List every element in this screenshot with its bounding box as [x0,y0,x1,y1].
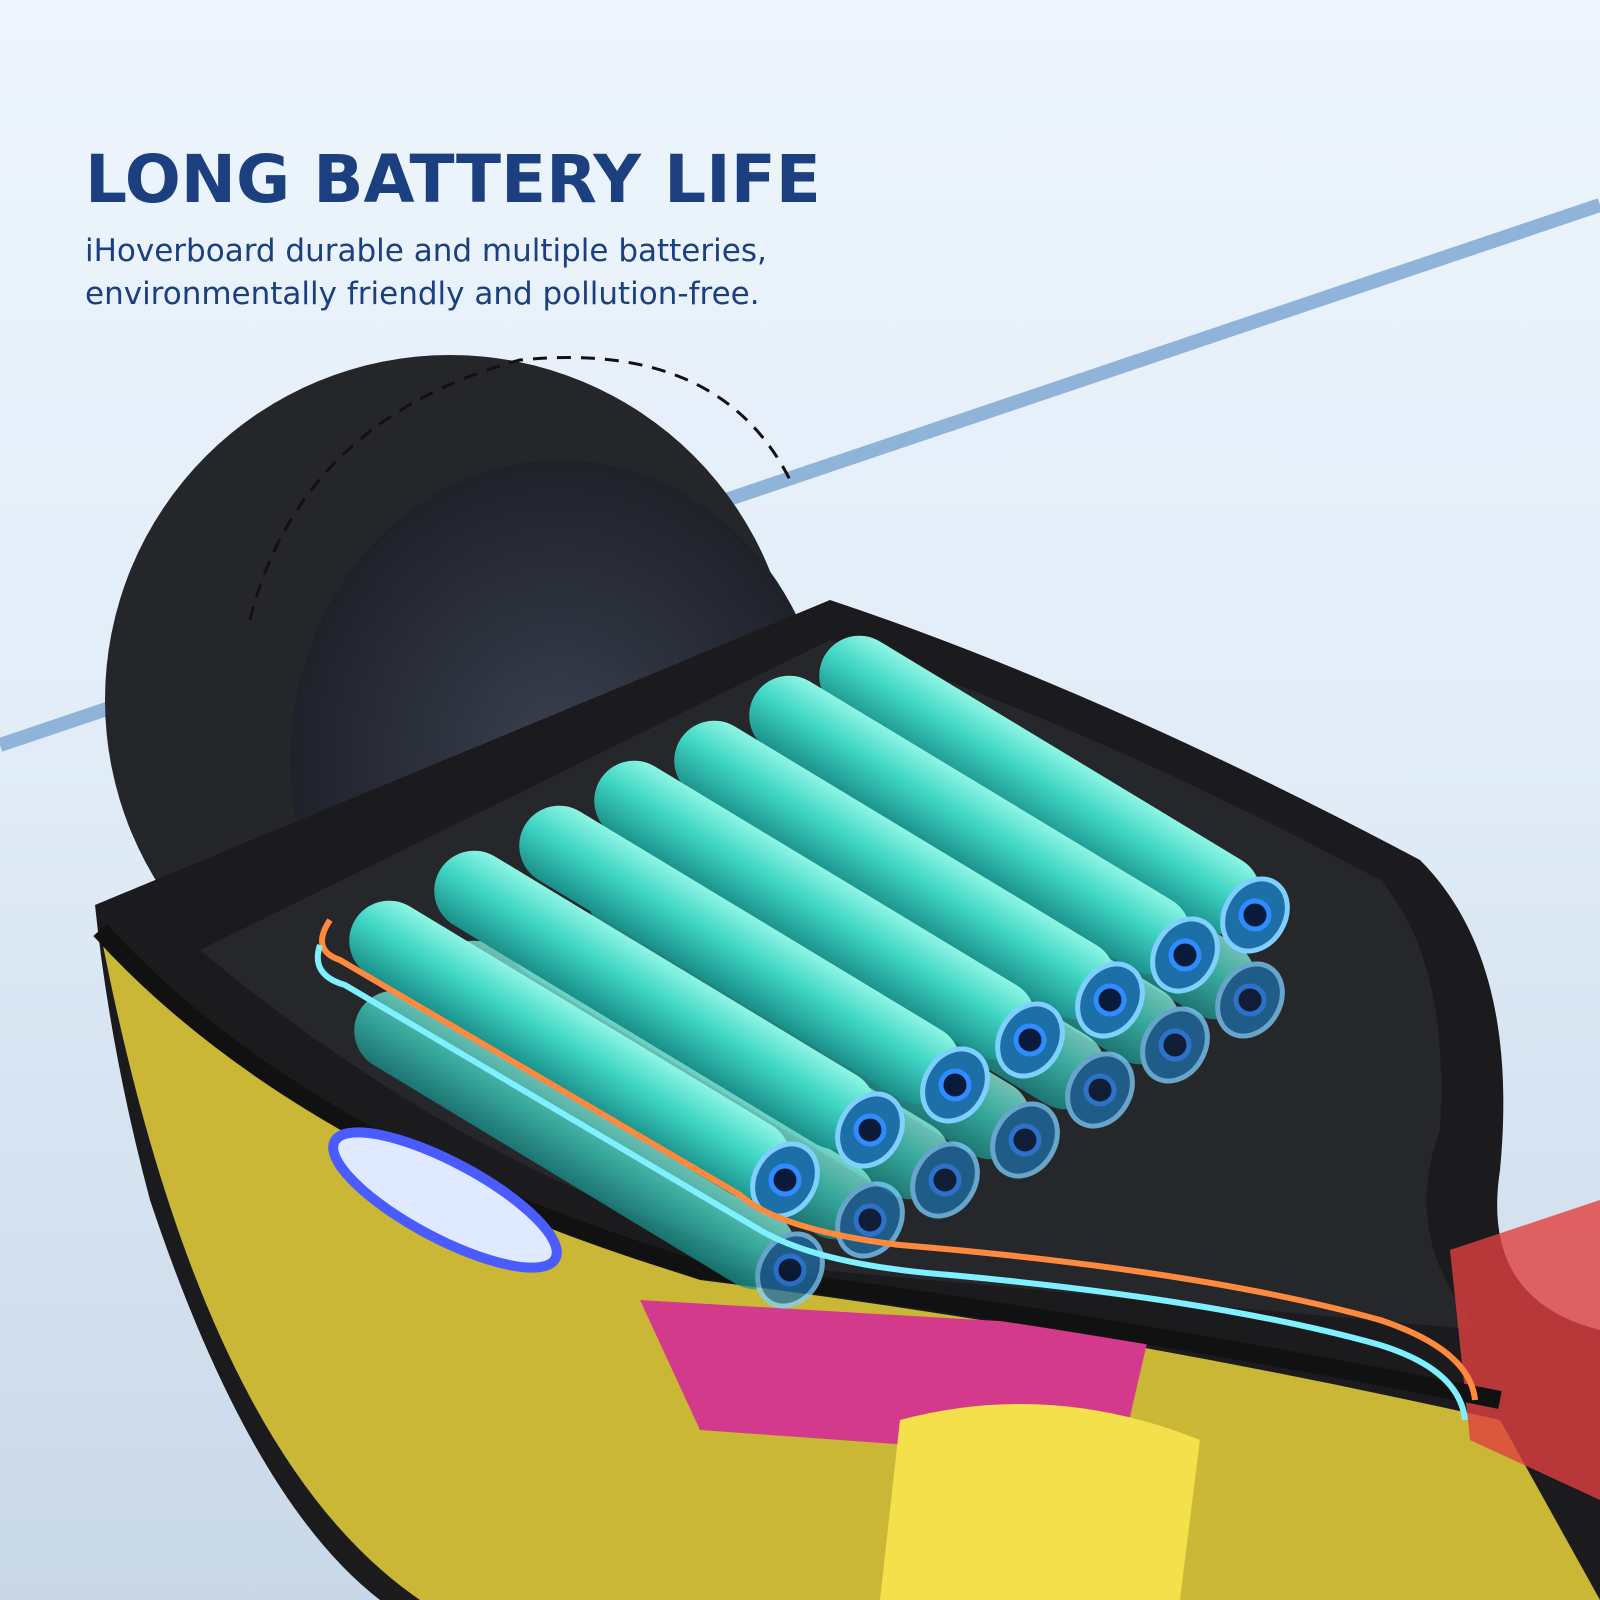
battery-cell [819,635,1290,954]
hero-text: LONG BATTERY LIFE iHoverboard durable an… [85,140,821,316]
battery-cell [594,760,1065,1079]
subtitle-line-1: iHoverboard durable and multiple batteri… [85,233,767,269]
battery-cell [674,720,1145,1039]
subtitle: iHoverboard durable and multiple batteri… [85,230,821,316]
subtitle-line-2: environmentally friendly and pollution-f… [85,276,760,312]
battery-cell [519,805,990,1124]
cyan-wire [314,944,1468,1421]
battery-pack [349,635,1290,1309]
led-light [328,1127,562,1273]
headline: LONG BATTERY LIFE [85,141,821,218]
battery-cell [434,850,905,1169]
orange-wire [319,918,1478,1401]
battery-cell [749,675,1220,994]
